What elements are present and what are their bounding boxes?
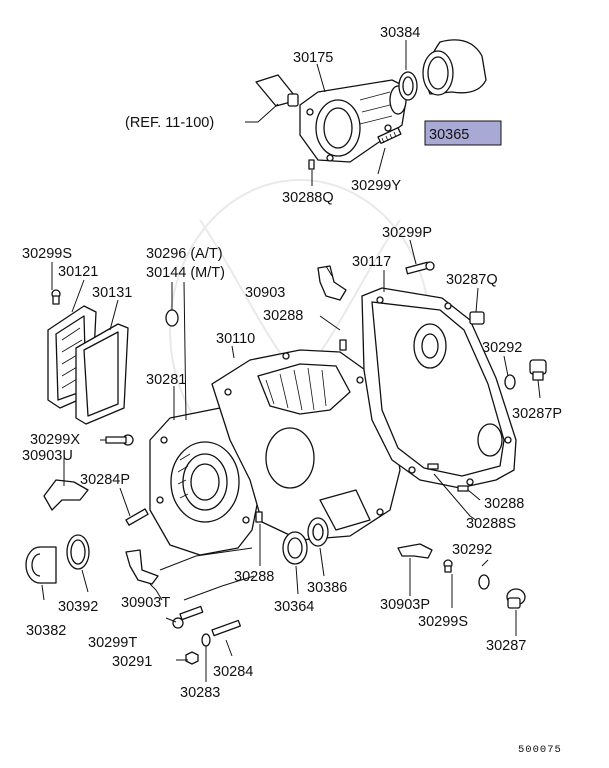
o-ring-30392[interactable] (66, 534, 90, 570)
dust-cover-30365[interactable] (422, 39, 487, 96)
oil-seal-30386[interactable] (307, 517, 329, 547)
bracket-30903P[interactable] (397, 543, 433, 559)
label-30288-right[interactable]: 30288 (484, 496, 524, 512)
plug-30287[interactable] (506, 588, 526, 609)
stud-30284[interactable] (211, 619, 242, 637)
label-30287P[interactable]: 30287P (512, 406, 562, 422)
nut-30291[interactable] (185, 651, 199, 665)
gasket-30292-lower[interactable] (478, 574, 490, 590)
leader-lines (41, 239, 541, 682)
label-30292-lower[interactable]: 30292 (452, 542, 492, 558)
label-30299T[interactable]: 30299T (88, 635, 137, 651)
bolt-30299S-right[interactable] (443, 559, 453, 573)
label-30288S[interactable]: 30288S (466, 516, 516, 532)
label-30288-top[interactable]: 30288 (263, 308, 303, 324)
part-labels: 30175 30384 30365 (REF. 11-100) 30288Q 3… (22, 25, 562, 756)
transfer-case-30110[interactable] (211, 349, 401, 541)
label-30903P[interactable]: 30903P (380, 597, 430, 613)
gasket-30292-upper[interactable] (504, 374, 516, 390)
label-30299S-left[interactable]: 30299S (22, 246, 72, 262)
ref-bracket (255, 74, 299, 107)
label-30903U[interactable]: 30903U (22, 448, 73, 464)
label-30365[interactable]: 30365 (429, 127, 469, 143)
label-30296-at[interactable]: 30296 (A/T) (146, 246, 223, 262)
label-30281[interactable]: 30281 (146, 372, 186, 388)
label-30131[interactable]: 30131 (92, 285, 132, 301)
oil-seal-30364[interactable] (282, 531, 308, 565)
extension-housing-30175[interactable] (299, 79, 409, 163)
rear-cover-30117[interactable] (361, 287, 517, 489)
label-30386[interactable]: 30386 (307, 580, 347, 596)
oil-seal-30384[interactable] (398, 71, 418, 101)
label-30287Q[interactable]: 30287Q (446, 272, 498, 288)
pin-30288Q[interactable] (308, 159, 315, 170)
diagram-code: 500075 (518, 744, 562, 756)
label-30299P[interactable]: 30299P (382, 225, 432, 241)
bolt-30299S-left[interactable] (51, 289, 61, 305)
washer-30283[interactable] (201, 633, 211, 647)
label-ref-11-100[interactable]: (REF. 11-100) (125, 115, 214, 131)
bracket-30903-top[interactable] (317, 265, 347, 301)
label-30117[interactable]: 30117 (352, 254, 391, 270)
label-30288-bottom[interactable]: 30288 (234, 569, 274, 585)
label-30382[interactable]: 30382 (26, 623, 66, 639)
bolt-30299Y[interactable] (377, 127, 402, 144)
oil-seal-30382[interactable] (25, 546, 57, 584)
bolt-30299P[interactable] (405, 261, 435, 275)
label-30291[interactable]: 30291 (112, 654, 152, 670)
label-30292-upper[interactable]: 30292 (482, 340, 522, 356)
bracket-30903U[interactable] (43, 479, 89, 511)
label-30144-mt[interactable]: 30144 (M/T) (146, 265, 225, 281)
label-30284[interactable]: 30284 (213, 664, 253, 680)
label-30392[interactable]: 30392 (58, 599, 98, 615)
gasket-30131[interactable] (75, 323, 129, 425)
highlight-box-30365 (424, 120, 502, 146)
label-30364[interactable]: 30364 (274, 599, 314, 615)
label-30299Y[interactable]: 30299Y (351, 178, 401, 194)
bracket-30903T[interactable] (125, 549, 159, 585)
label-30110[interactable]: 30110 (216, 331, 255, 347)
pin-30288-top[interactable] (339, 339, 347, 351)
bolt-30299X[interactable] (105, 434, 134, 446)
label-30903T[interactable]: 30903T (121, 595, 170, 611)
plug-30287Q[interactable] (469, 311, 485, 325)
bolt-30299T[interactable] (172, 605, 204, 629)
label-30299S-right[interactable]: 30299S (418, 614, 468, 630)
label-30903-top[interactable]: 30903 (245, 285, 285, 301)
label-30284P[interactable]: 30284P (80, 472, 130, 488)
label-30283[interactable]: 30283 (180, 685, 220, 701)
stud-30284P[interactable] (125, 508, 149, 526)
label-30384[interactable]: 30384 (380, 25, 420, 41)
label-30288Q[interactable]: 30288Q (282, 190, 334, 206)
pin-30288-bottom[interactable] (255, 511, 263, 523)
label-30175[interactable]: 30175 (293, 50, 333, 66)
label-30121[interactable]: 30121 (58, 264, 98, 280)
seal-30296-30144[interactable] (165, 309, 179, 327)
pin-30288-right[interactable] (457, 485, 469, 492)
plug-30287P[interactable] (529, 359, 547, 381)
label-30287[interactable]: 30287 (486, 638, 526, 654)
label-30299X[interactable]: 30299X (30, 432, 80, 448)
pin-30288S[interactable] (427, 463, 439, 470)
